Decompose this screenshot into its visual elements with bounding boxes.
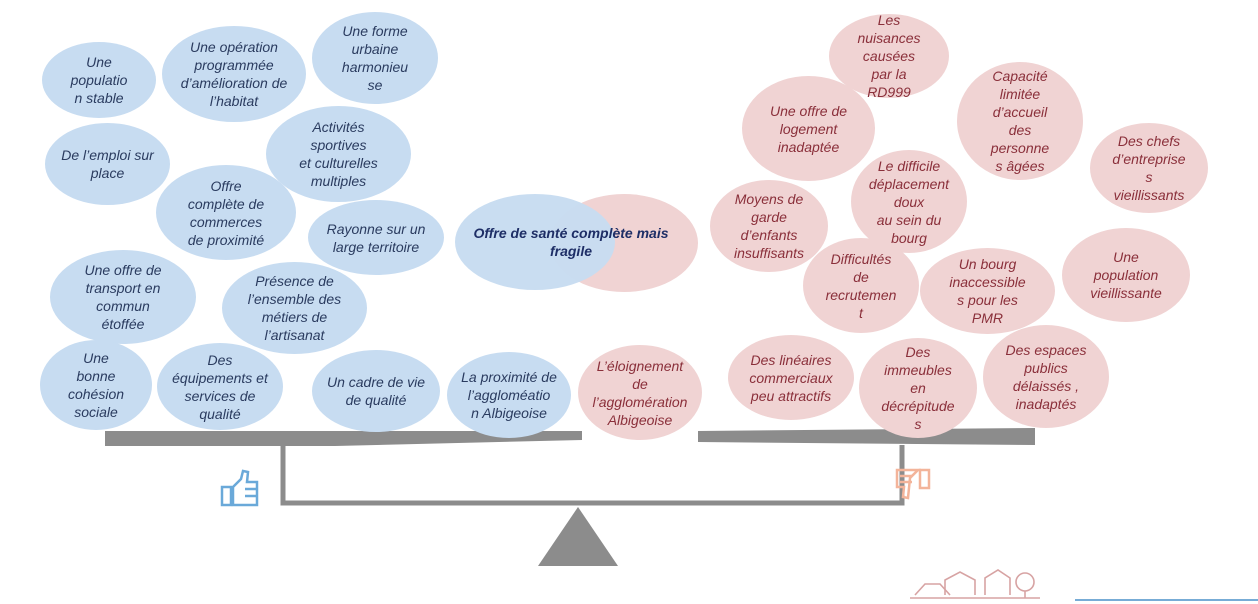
positive-bubble: Offre complète de commerces de proximité	[156, 165, 296, 260]
village-logo	[910, 569, 1040, 599]
negative-bubble: Une population vieillissante	[1062, 228, 1190, 322]
fulcrum	[538, 507, 618, 566]
negative-bubble: Des chefs d’entreprise s vieillissants	[1090, 123, 1208, 213]
positive-bubble: Présence de l’ensemble des métiers de l’…	[222, 262, 367, 354]
positive-bubble: Des équipements et services de qualité	[157, 343, 283, 430]
negative-bubble: Une offre de logement inadaptée	[742, 76, 875, 181]
left-scale-pan	[105, 431, 582, 446]
center-bubble: Offre de santé complète mais fragile	[455, 194, 615, 290]
negative-bubble: Des espaces publics délaissés , inadapté…	[983, 325, 1109, 428]
thumbs-down-icon	[895, 468, 931, 500]
negative-bubble: Le difficile déplacement doux au sein du…	[851, 150, 967, 253]
positive-bubble: Une opération programmée d’amélioration …	[162, 26, 306, 122]
positive-bubble: Une bonne cohésion sociale	[40, 340, 152, 430]
negative-bubble: Les nuisances causées par la RD999	[829, 12, 949, 100]
positive-bubble: Activités sportives et culturelles multi…	[266, 106, 411, 202]
thumbs-up-icon	[220, 469, 259, 507]
positive-bubble: Une populatio n stable	[42, 42, 156, 118]
negative-bubble: Des linéaires commerciaux peu attractifs	[728, 335, 854, 420]
negative-bubble: Des immeubles en décrépitude s	[859, 338, 977, 438]
negative-bubble: Difficultés de recrutemen t	[803, 238, 919, 333]
positive-bubble: La proximité de l’aggloméatio n Albigeoi…	[447, 352, 571, 438]
negative-bubble: L’éloignement de l’agglomération Albigeo…	[578, 345, 702, 440]
positive-bubble: Un cadre de vie de qualité	[312, 350, 440, 432]
right-scale-pan	[698, 428, 1035, 445]
positive-bubble: Rayonne sur un large territoire	[308, 200, 444, 275]
center-overlay-text: Offre de santé complète mais fragile	[473, 225, 669, 259]
negative-bubble: Capacité limitée d’accueil des personne …	[957, 62, 1083, 180]
positive-bubble: Une offre de transport en commun étoffée	[50, 250, 196, 344]
negative-bubble: Un bourg inaccessible s pour les PMR	[920, 248, 1055, 334]
positive-bubble: Une forme urbaine harmonieu se	[312, 12, 438, 104]
negative-bubble: Moyens de garde d’enfants insuffisants	[710, 180, 828, 272]
scale-frame	[280, 445, 905, 506]
positive-bubble: De l’emploi sur place	[45, 123, 170, 205]
